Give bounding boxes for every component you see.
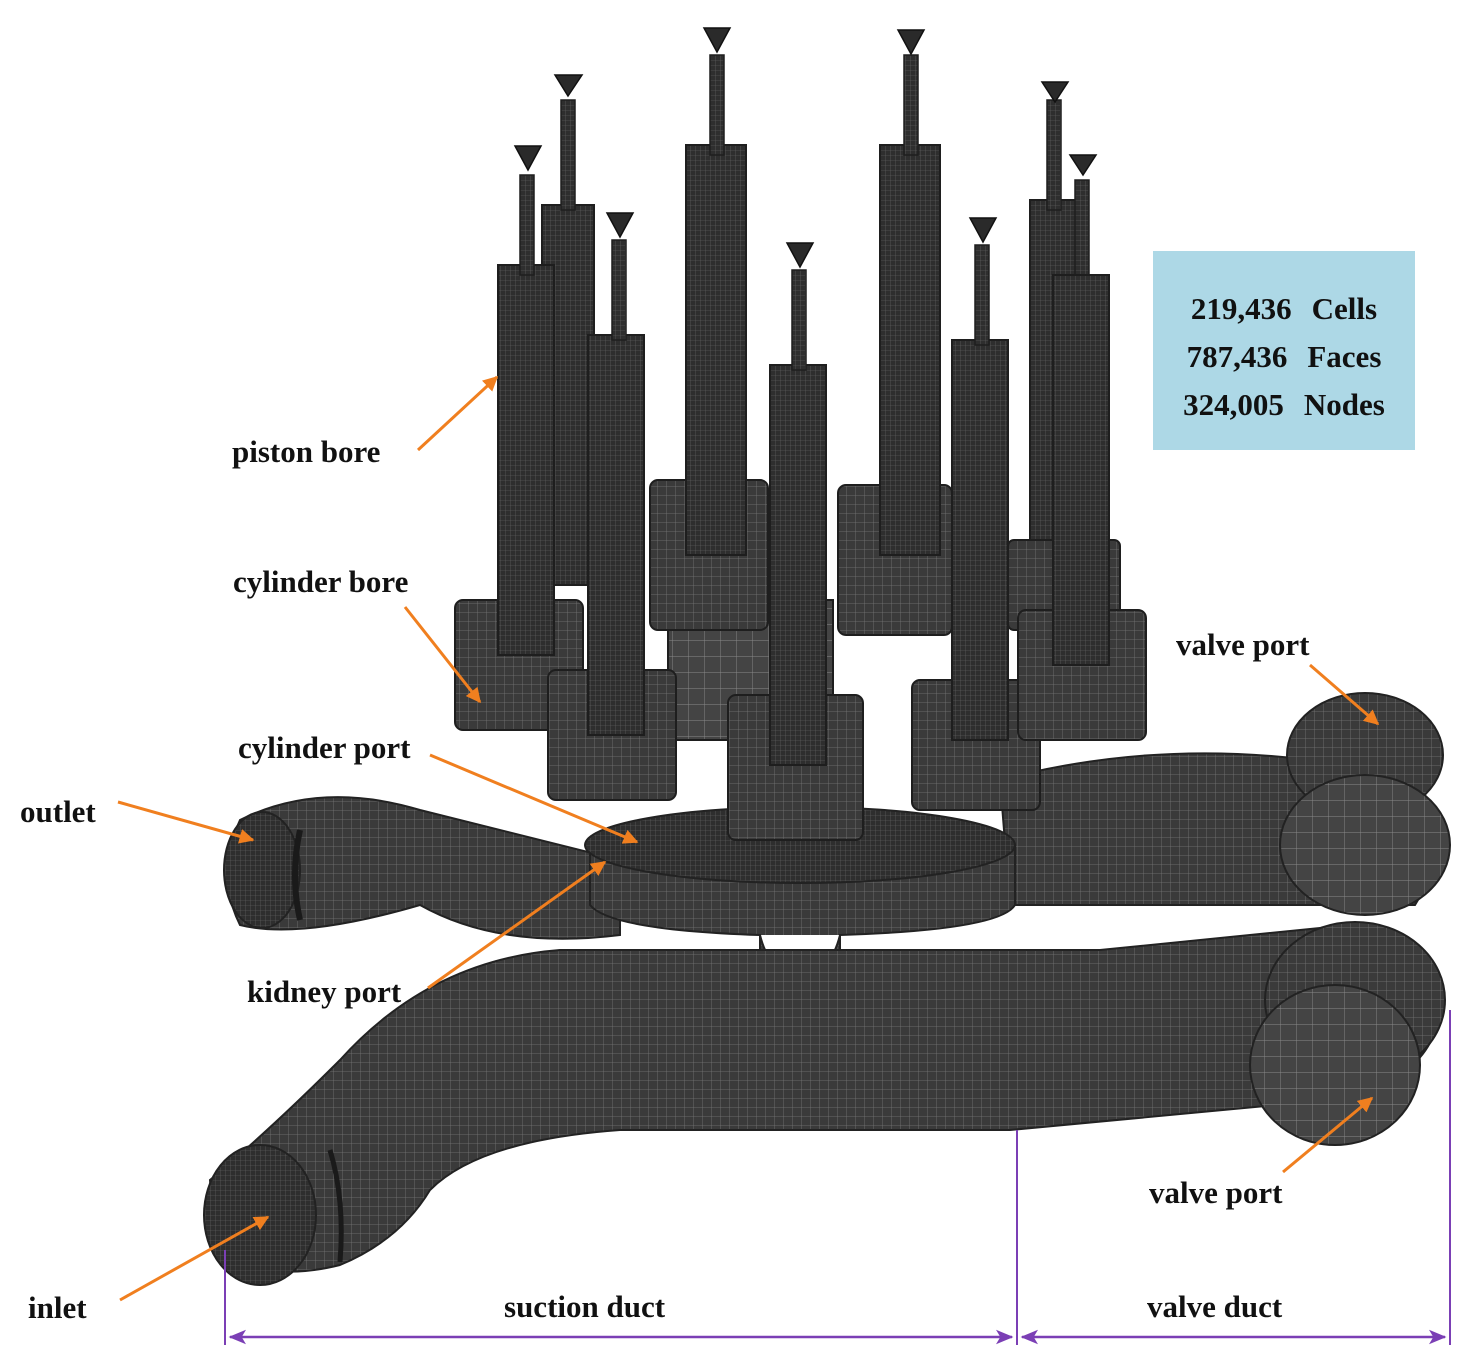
arrow-valve-port-bottom: [1282, 1096, 1374, 1174]
stat-value: 219,436: [1190, 291, 1292, 326]
arrow-outlet: [117, 800, 255, 844]
stat-value: 787,436: [1186, 339, 1288, 374]
stat-unit: Cells: [1311, 291, 1378, 326]
label-inlet: inlet: [28, 1290, 87, 1325]
cylinders-center: [649, 27, 953, 741]
stat-row-faces: 787,436 Faces: [1153, 333, 1415, 381]
arrow-valve-port-top: [1309, 663, 1380, 726]
outlet-duct: [223, 796, 621, 940]
valve-duct-upper: [998, 692, 1451, 916]
arrow-cylinder-bore: [403, 606, 482, 704]
suction-duct: [203, 921, 1446, 1286]
label-valve-port-bottom: valve port: [1149, 1175, 1283, 1210]
arrow-cylinder-port: [429, 753, 639, 844]
leader-arrows: [117, 375, 1380, 1302]
label-kidney-port: kidney port: [247, 974, 402, 1009]
stat-row-cells: 219,436 Cells: [1153, 285, 1415, 333]
label-piston-bore: piston bore: [232, 434, 380, 469]
arrow-piston-bore: [416, 375, 499, 452]
arrow-kidney-port: [427, 860, 607, 990]
label-cylinder-port: cylinder port: [238, 730, 411, 765]
label-valve-duct: valve duct: [1147, 1289, 1283, 1324]
stat-unit: Nodes: [1303, 387, 1385, 422]
mesh-stats-box: 219,436 Cells 787,436 Faces 324,005 Node…: [1153, 251, 1415, 450]
label-outlet: outlet: [20, 794, 96, 829]
dimension-lines: [224, 1010, 1451, 1345]
label-cylinder-bore: cylinder bore: [233, 564, 408, 599]
label-valve-port-top: valve port: [1176, 627, 1310, 662]
cylinders-front: [454, 145, 1147, 841]
arrow-inlet: [119, 1215, 270, 1302]
stat-value: 324,005: [1183, 387, 1284, 422]
label-suction-duct: suction duct: [504, 1289, 666, 1324]
labels: piston bore cylinder bore cylinder port …: [20, 434, 1310, 1325]
stat-row-nodes: 324,005 Nodes: [1153, 381, 1415, 429]
stat-unit: Faces: [1307, 339, 1382, 374]
